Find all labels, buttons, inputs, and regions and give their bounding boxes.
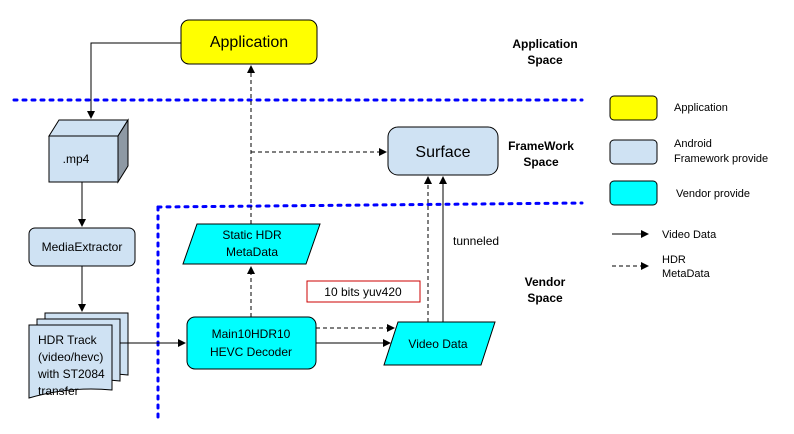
legend-application-label: Application bbox=[674, 102, 728, 114]
framework-space-label-2: Space bbox=[523, 155, 559, 169]
hdr-track-line-2: (video/hevc) bbox=[38, 350, 103, 364]
media-extractor-node: MediaExtractor bbox=[28, 227, 136, 267]
legend-vendor-swatch bbox=[609, 180, 658, 206]
application-node: Application bbox=[180, 19, 318, 65]
static-hdr-line-2: MetaData bbox=[226, 245, 278, 259]
legend-application-swatch bbox=[609, 95, 658, 121]
yuv420-label: 10 bits yuv420 bbox=[324, 285, 402, 299]
decoder-line-1: Main10HDR10 bbox=[212, 327, 291, 341]
vendor-space-label-2: Space bbox=[527, 291, 563, 305]
video-data-node: Video Data bbox=[383, 321, 496, 366]
hdr-track-line-4: transfer bbox=[38, 384, 79, 398]
mp4-label: .mp4 bbox=[63, 152, 90, 166]
hdr-track-node: HDR Track (video/hevc) with ST2084 trans… bbox=[28, 312, 129, 399]
vendor-space-boundary-top bbox=[156, 201, 584, 209]
surface-label: Surface bbox=[415, 144, 470, 161]
hdr-track-line-1: HDR Track bbox=[38, 333, 98, 347]
legend-hdr-metadata-label-1: HDR bbox=[662, 254, 686, 266]
vendor-space-label-1: Vendor bbox=[525, 275, 566, 289]
legend-hdr-metadata-label-2: MetaData bbox=[662, 268, 711, 280]
hdr-track-line-3: with ST2084 bbox=[37, 367, 105, 381]
video-data-label: Video Data bbox=[408, 337, 467, 351]
legend-framework-swatch bbox=[609, 139, 658, 165]
decoder-line-2: HEVC Decoder bbox=[210, 345, 292, 359]
application-space-label-2: Space bbox=[527, 53, 563, 67]
legend-framework-label-2: Framework provide bbox=[674, 153, 768, 165]
surface-node: Surface bbox=[387, 126, 499, 176]
yuv420-label-box: 10 bits yuv420 bbox=[306, 280, 421, 303]
legend-vendor-label: Vendor provide bbox=[676, 188, 750, 200]
media-extractor-label: MediaExtractor bbox=[42, 240, 123, 254]
tunneled-label: tunneled bbox=[453, 234, 499, 248]
arrow-application-to-mp4 bbox=[87, 42, 181, 119]
legend: Application Android Framework provide Ve… bbox=[609, 95, 768, 280]
application-label: Application bbox=[210, 34, 288, 51]
decoder-node: Main10HDR10 HEVC Decoder bbox=[186, 316, 317, 370]
framework-space-label-1: FrameWork bbox=[508, 139, 574, 153]
legend-video-data-label: Video Data bbox=[662, 229, 717, 241]
static-hdr-line-1: Static HDR bbox=[222, 228, 282, 242]
mp4-node: .mp4 bbox=[48, 118, 129, 184]
application-space-label-1: Application bbox=[512, 37, 577, 51]
static-hdr-metadata-node: Static HDR MetaData bbox=[182, 223, 321, 265]
legend-framework-label-1: Android bbox=[674, 138, 712, 150]
